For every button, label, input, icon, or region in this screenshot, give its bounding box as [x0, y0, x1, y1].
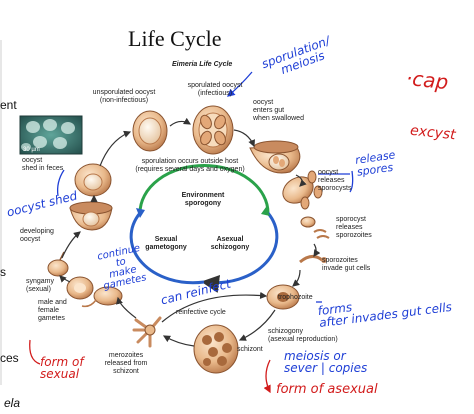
edge-fragment-s: s — [0, 265, 6, 279]
note-top-right: ·cap — [404, 65, 450, 95]
sporulated-oocyst — [192, 105, 234, 155]
label-trophozoite: trophozoite — [278, 294, 313, 301]
merozoites-cluster — [132, 316, 162, 348]
label-sporulation: sporulation occurs outside host(requires… — [135, 158, 245, 173]
label-schizogony: schizogony(asexual reproduction) — [268, 328, 338, 343]
cycle-arrows — [59, 117, 321, 347]
unsporulated-oocyst — [132, 110, 168, 152]
blue-ink-strokes — [56, 71, 354, 303]
label-schizont: schizont — [237, 346, 263, 353]
oocyst-micrograph — [19, 115, 83, 155]
oocyst-shed — [74, 163, 112, 197]
page-subtitle: Eimeria Life Cycle — [172, 61, 233, 68]
oocyst-entering-gut — [249, 140, 301, 174]
page-title: Life Cycle — [128, 26, 222, 51]
central-cycle-ring — [129, 164, 279, 293]
edge-fragment-ela: ela — [4, 396, 21, 410]
gametes-cells — [66, 276, 123, 308]
label-sporulated: sporulated oocyst(infectious) — [187, 82, 243, 97]
schizont-cell — [193, 324, 239, 374]
edge-fragment-ces: ces — [0, 351, 19, 365]
micrograph-scale: 30 µm — [23, 147, 40, 153]
edge-fragment-ent: ent — [0, 98, 17, 112]
note-form-asexual: form of asexual — [276, 382, 378, 397]
label-reinfective: reinfective cycle — [176, 309, 226, 316]
oocyst-releasing-sporocysts — [282, 170, 323, 210]
trophozoite-cell — [266, 284, 300, 310]
sporozoite-cell — [299, 255, 327, 264]
syngamy-cell — [47, 251, 69, 277]
sporocyst-releasing-sporozoites — [300, 216, 330, 239]
label-unsporulated: unsporulated oocyst(non-infectious) — [92, 89, 156, 104]
developing-oocyst — [69, 201, 113, 231]
red-ink-strokes — [29, 339, 271, 394]
label-syngamy: syngamy(sexual) — [26, 278, 55, 293]
